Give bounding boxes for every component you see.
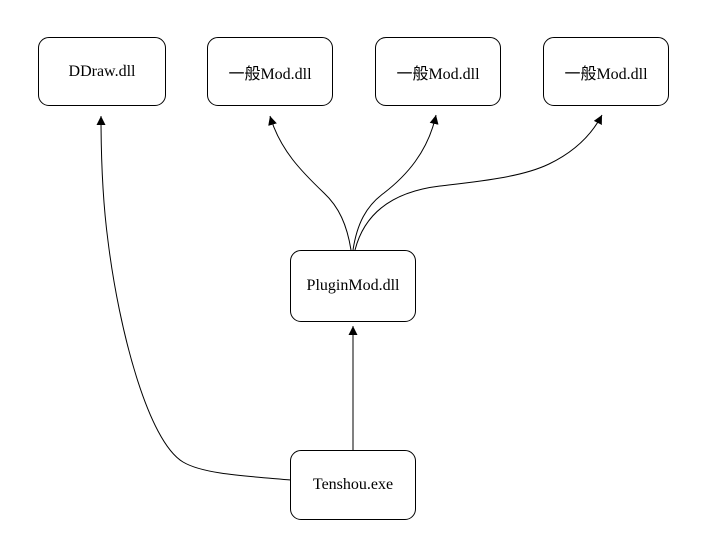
node-tenshou-exe-label: Tenshou.exe <box>312 476 394 493</box>
node-general-mod-dll-3: 一般Mod.dll <box>543 37 669 106</box>
edge-pluginmod-to-mod3-arrow <box>354 114 603 251</box>
node-general-mod-dll-1: 一般Mod.dll <box>207 37 333 106</box>
node-general-mod-dll-1-label: 一般Mod.dll <box>228 65 312 83</box>
node-pluginmod-dll-label: PluginMod.dll <box>306 277 400 294</box>
node-ddraw-dll-label: DDraw.dll <box>68 62 136 80</box>
node-general-mod-dll-2-label: 一般Mod.dll <box>396 65 480 83</box>
edge-pluginmod-to-mod2-arrow <box>352 114 439 251</box>
node-pluginmod-dll: PluginMod.dll <box>290 250 416 322</box>
node-tenshou-exe: Tenshou.exe <box>290 450 416 520</box>
node-ddraw-dll: DDraw.dll <box>38 37 166 106</box>
node-general-mod-dll-3-label: 一般Mod.dll <box>564 65 648 83</box>
edge-tenshou-to-ddraw-arrow <box>96 115 292 481</box>
edge-pluginmod-to-mod1-arrow <box>268 115 352 251</box>
node-general-mod-dll-2: 一般Mod.dll <box>375 37 501 106</box>
